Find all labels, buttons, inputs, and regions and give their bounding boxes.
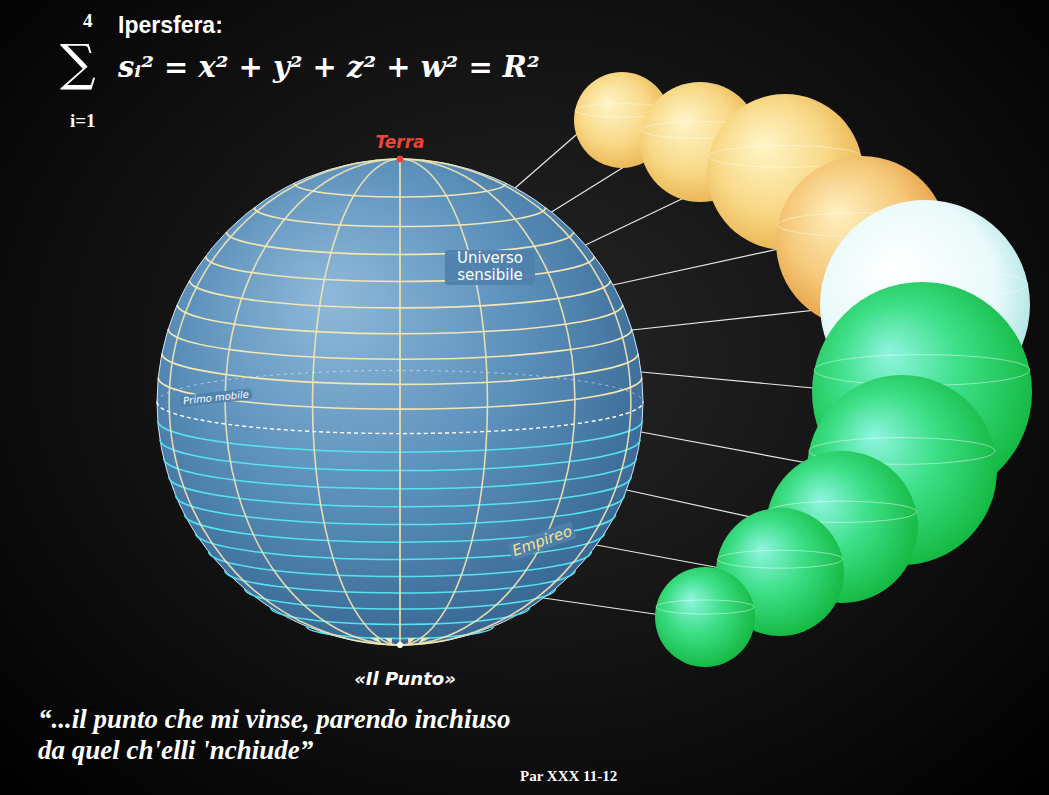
meridian-line [400, 159, 487, 645]
hypersphere: TerraUniverso sensibilePrimo mobileEmpir… [150, 130, 650, 710]
shell-sphere-equator [717, 550, 842, 568]
meridian-line [399, 159, 401, 645]
earth-point [397, 156, 404, 163]
hypersphere-body [157, 159, 643, 645]
verse-reference: Par XXX 11-12 [520, 768, 617, 785]
meridian-line [225, 159, 400, 645]
converging-arrowhead [418, 638, 430, 644]
shell-sphere [655, 567, 755, 667]
pole-label: «Il Punto» [354, 668, 456, 689]
hypersphere-equation: sᵢ² = x² + y² + z² + w² = R² [118, 50, 540, 84]
earth-label: Terra [375, 132, 424, 152]
slide-title: Ipersfera: [118, 12, 223, 39]
hypersphere-outline [150, 130, 650, 710]
shell-sphere-body [655, 567, 755, 667]
converging-arrowhead [370, 638, 382, 644]
region-label: Universo sensibile [445, 250, 535, 285]
meridian-line [400, 159, 631, 645]
shell-sphere-equator [656, 600, 754, 614]
dante-quote: “...il punto che mi vinse, parendo inchi… [38, 704, 518, 766]
sphere-sequence [574, 72, 1032, 667]
meridian-line [400, 159, 575, 645]
converging-arrowhead [384, 638, 392, 644]
sum-upper-limit: 4 [83, 10, 93, 32]
sum-lower-limit: i=1 [70, 110, 96, 132]
meridian-line [169, 159, 400, 645]
sum-symbol: ∑ [60, 34, 96, 92]
converging-arrowhead [408, 638, 416, 644]
meridian-line [313, 159, 400, 645]
pole-point [397, 642, 403, 648]
